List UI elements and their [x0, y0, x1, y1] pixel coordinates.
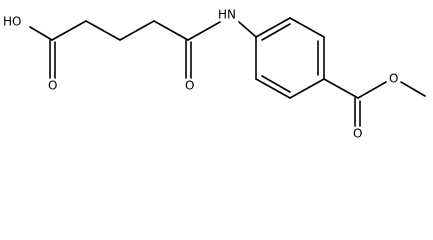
hydroxyl-label: HO — [3, 15, 21, 29]
ring-bond-5 — [255, 78, 291, 99]
bond-o-methyl — [400, 81, 426, 97]
ester-carbonyl-oxygen-label: O — [353, 127, 362, 141]
ring-bond-1 — [255, 17, 291, 38]
ring-inner-1 — [261, 23, 291, 41]
bond-c1-c2 — [51, 20, 87, 41]
ring-bond-2 — [289, 17, 325, 38]
bond-c2-c3 — [85, 20, 121, 41]
structure-diagram: HO O HN O O O — [3, 7, 426, 141]
ring-bond-4 — [289, 78, 325, 99]
ester-ether-oxygen-label: O — [389, 72, 398, 86]
bond-c3-c4 — [119, 20, 155, 41]
ring-inner-3 — [261, 75, 291, 93]
skeletal-formula: HO O HN O O O — [3, 8, 426, 141]
bond-ester-c-o-single — [357, 81, 387, 99]
bond-c4-c5 — [153, 20, 189, 41]
bond-ho-c1 — [29, 26, 53, 41]
bond-ring-ester-carbon — [323, 78, 359, 99]
amide-nitrogen-label: HN — [218, 8, 236, 22]
bond-n-ring — [238, 21, 257, 38]
amide-oxygen-label: O — [185, 79, 194, 93]
bond-c5-n — [187, 21, 221, 41]
acid-oxygen-label: O — [48, 79, 57, 93]
